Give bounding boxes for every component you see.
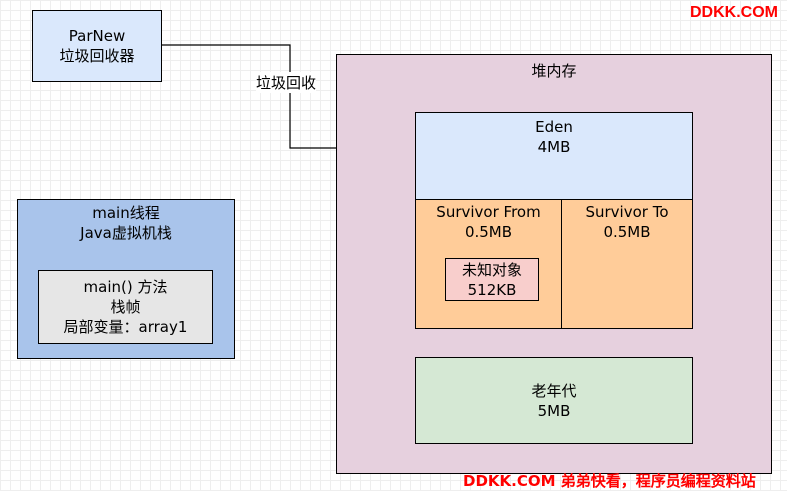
heap-title: 堆内存 [531,62,577,80]
gc-edge-label: 垃圾回收 [256,72,317,93]
old-generation-box: 老年代 5MB [415,357,693,444]
main-thread-name: main线程 [92,204,160,222]
stack-frame-box: main() 方法 栈帧 局部变量：array1 [38,270,213,344]
eden-size: 4MB [537,138,571,156]
frame-label: 栈帧 [110,298,141,316]
survivor-from-size: 0.5MB [464,223,513,241]
unknown-object-name: 未知对象 [461,260,522,279]
old-generation-name: 老年代 [531,381,577,400]
frame-local-var: 局部变量：array1 [63,318,188,336]
survivor-to-name: Survivor To [585,203,669,221]
frame-method: main() 方法 [83,278,168,296]
eden-box: Eden 4MB [415,112,693,200]
parnew-collector-box: ParNew 垃圾回收器 [32,10,162,82]
survivor-to-box: Survivor To 0.5MB [561,199,693,329]
jvm-stack-label: Java虚拟机栈 [80,224,172,242]
unknown-object-box: 未知对象 512KB [445,258,539,301]
survivor-from-name: Survivor From [436,203,541,221]
survivor-to-size: 0.5MB [603,223,651,241]
watermark-bottom: DDKK.COM 弟弟快看，程序员编程资料站 [463,472,756,490]
unknown-object-size: 512KB [467,280,517,299]
parnew-desc: 垃圾回收器 [59,47,135,65]
eden-name: Eden [535,118,573,136]
old-generation-size: 5MB [537,401,571,420]
parnew-name: ParNew [68,27,126,45]
watermark-top: DDKK.COM [690,4,778,21]
